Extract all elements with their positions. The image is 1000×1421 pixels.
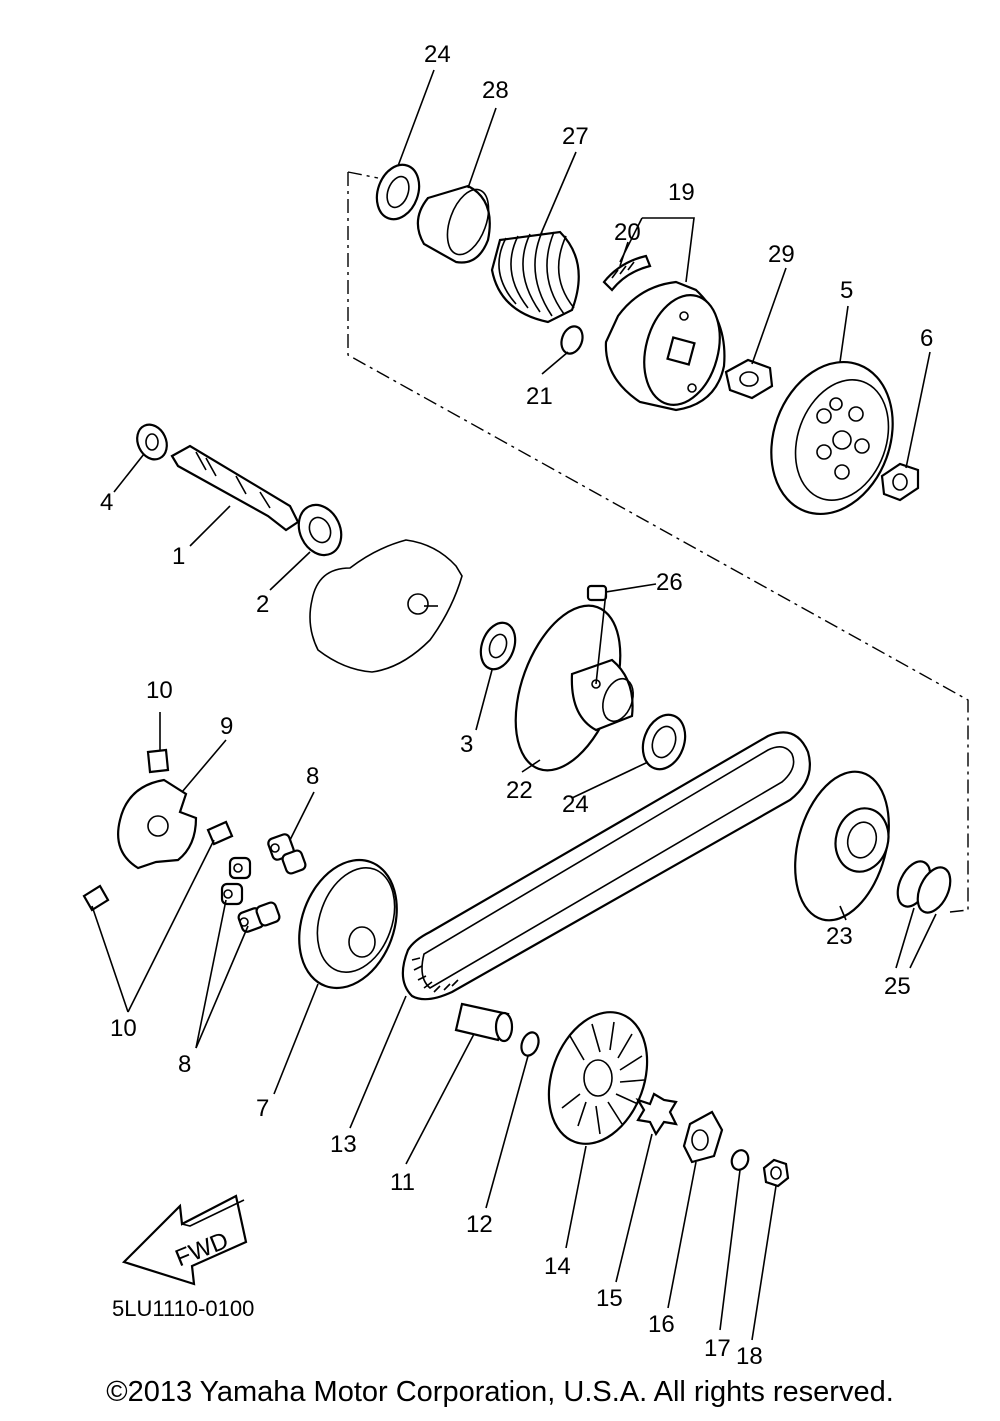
callout-18: 18 bbox=[736, 1343, 763, 1370]
callout-4: 4 bbox=[100, 489, 113, 516]
bearing-left bbox=[136, 423, 168, 461]
assembly-outline bbox=[347, 171, 969, 913]
oil-seal-top bbox=[375, 163, 421, 221]
clutch-housing bbox=[770, 360, 894, 516]
callout-2: 2 bbox=[256, 591, 269, 618]
leader-lines bbox=[91, 69, 937, 1341]
copyright-notice: ©2013 Yamaha Motor Corporation, U.S.A. A… bbox=[106, 1376, 894, 1408]
callout-16: 16 bbox=[648, 1311, 675, 1338]
callout-1: 1 bbox=[172, 543, 185, 570]
callout-15: 15 bbox=[596, 1285, 623, 1312]
weight-roller-4 bbox=[220, 882, 244, 906]
cam-plate bbox=[117, 778, 198, 870]
clutch-spring-pin bbox=[602, 254, 652, 292]
callout-12: 12 bbox=[466, 1211, 493, 1238]
callout-6: 6 bbox=[920, 325, 933, 352]
callout-9: 9 bbox=[220, 713, 233, 740]
callout-8-bottom: 8 bbox=[178, 1051, 191, 1078]
bearing-right bbox=[297, 503, 343, 557]
secondary-sheave bbox=[514, 604, 634, 772]
weight-roller-6 bbox=[255, 901, 281, 927]
callout-27: 27 bbox=[562, 123, 589, 150]
diagram-code: 5LU1110-0100 bbox=[112, 1296, 255, 1321]
callout-11: 11 bbox=[390, 1169, 415, 1196]
callout-21: 21 bbox=[526, 383, 553, 410]
callout-8-top: 8 bbox=[306, 763, 319, 790]
slider-top bbox=[146, 748, 170, 774]
circlip bbox=[560, 325, 584, 355]
nut-large bbox=[724, 358, 774, 400]
primary-fixed-sheave bbox=[547, 1011, 649, 1145]
collar bbox=[416, 184, 491, 264]
washer-17 bbox=[730, 1149, 750, 1171]
callout-17: 17 bbox=[704, 1335, 731, 1362]
callout-13: 13 bbox=[330, 1131, 357, 1158]
primary-collar bbox=[454, 1002, 514, 1043]
sliding-sheave bbox=[794, 770, 890, 922]
callout-19: 19 bbox=[668, 179, 695, 206]
nut-18 bbox=[762, 1158, 790, 1188]
nut-small bbox=[880, 462, 920, 502]
callout-5: 5 bbox=[840, 277, 853, 304]
callout-14: 14 bbox=[544, 1253, 571, 1280]
ratchet bbox=[682, 1110, 724, 1164]
callout-7: 7 bbox=[256, 1095, 269, 1122]
slider-left bbox=[82, 884, 110, 912]
o-rings bbox=[896, 860, 952, 914]
callout-24-mid: 24 bbox=[562, 791, 589, 818]
callout-24-top: 24 bbox=[424, 41, 451, 68]
v-belt bbox=[401, 731, 811, 1001]
callout-labels: 24 28 27 19 20 29 5 6 21 4 1 2 26 3 22 2… bbox=[100, 41, 933, 1370]
callout-20: 20 bbox=[614, 219, 641, 246]
secondary-shaft bbox=[170, 444, 300, 532]
callout-23: 23 bbox=[826, 923, 853, 950]
weight-roller-3 bbox=[228, 856, 252, 880]
compression-spring bbox=[490, 230, 580, 324]
callout-28: 28 bbox=[482, 77, 509, 104]
clutch-carrier bbox=[604, 280, 726, 412]
callout-22: 22 bbox=[506, 777, 533, 804]
callout-10-top: 10 bbox=[146, 677, 173, 704]
callout-26: 26 bbox=[656, 569, 683, 596]
forward-arrow: FWD bbox=[121, 1194, 248, 1286]
guide-pin bbox=[586, 584, 608, 602]
washer-12 bbox=[520, 1031, 540, 1057]
star-plate bbox=[635, 1092, 678, 1137]
oil-seal-lower bbox=[641, 713, 687, 771]
callout-29: 29 bbox=[768, 241, 795, 268]
slider-right bbox=[206, 820, 234, 846]
weight-roller-2 bbox=[281, 849, 307, 875]
callout-10-bottom: 10 bbox=[110, 1015, 137, 1042]
oil-seal-mid bbox=[479, 621, 517, 671]
transmission-case bbox=[309, 539, 463, 673]
primary-sheave bbox=[298, 858, 398, 990]
callout-3: 3 bbox=[460, 731, 473, 758]
callout-25: 25 bbox=[884, 973, 911, 1000]
